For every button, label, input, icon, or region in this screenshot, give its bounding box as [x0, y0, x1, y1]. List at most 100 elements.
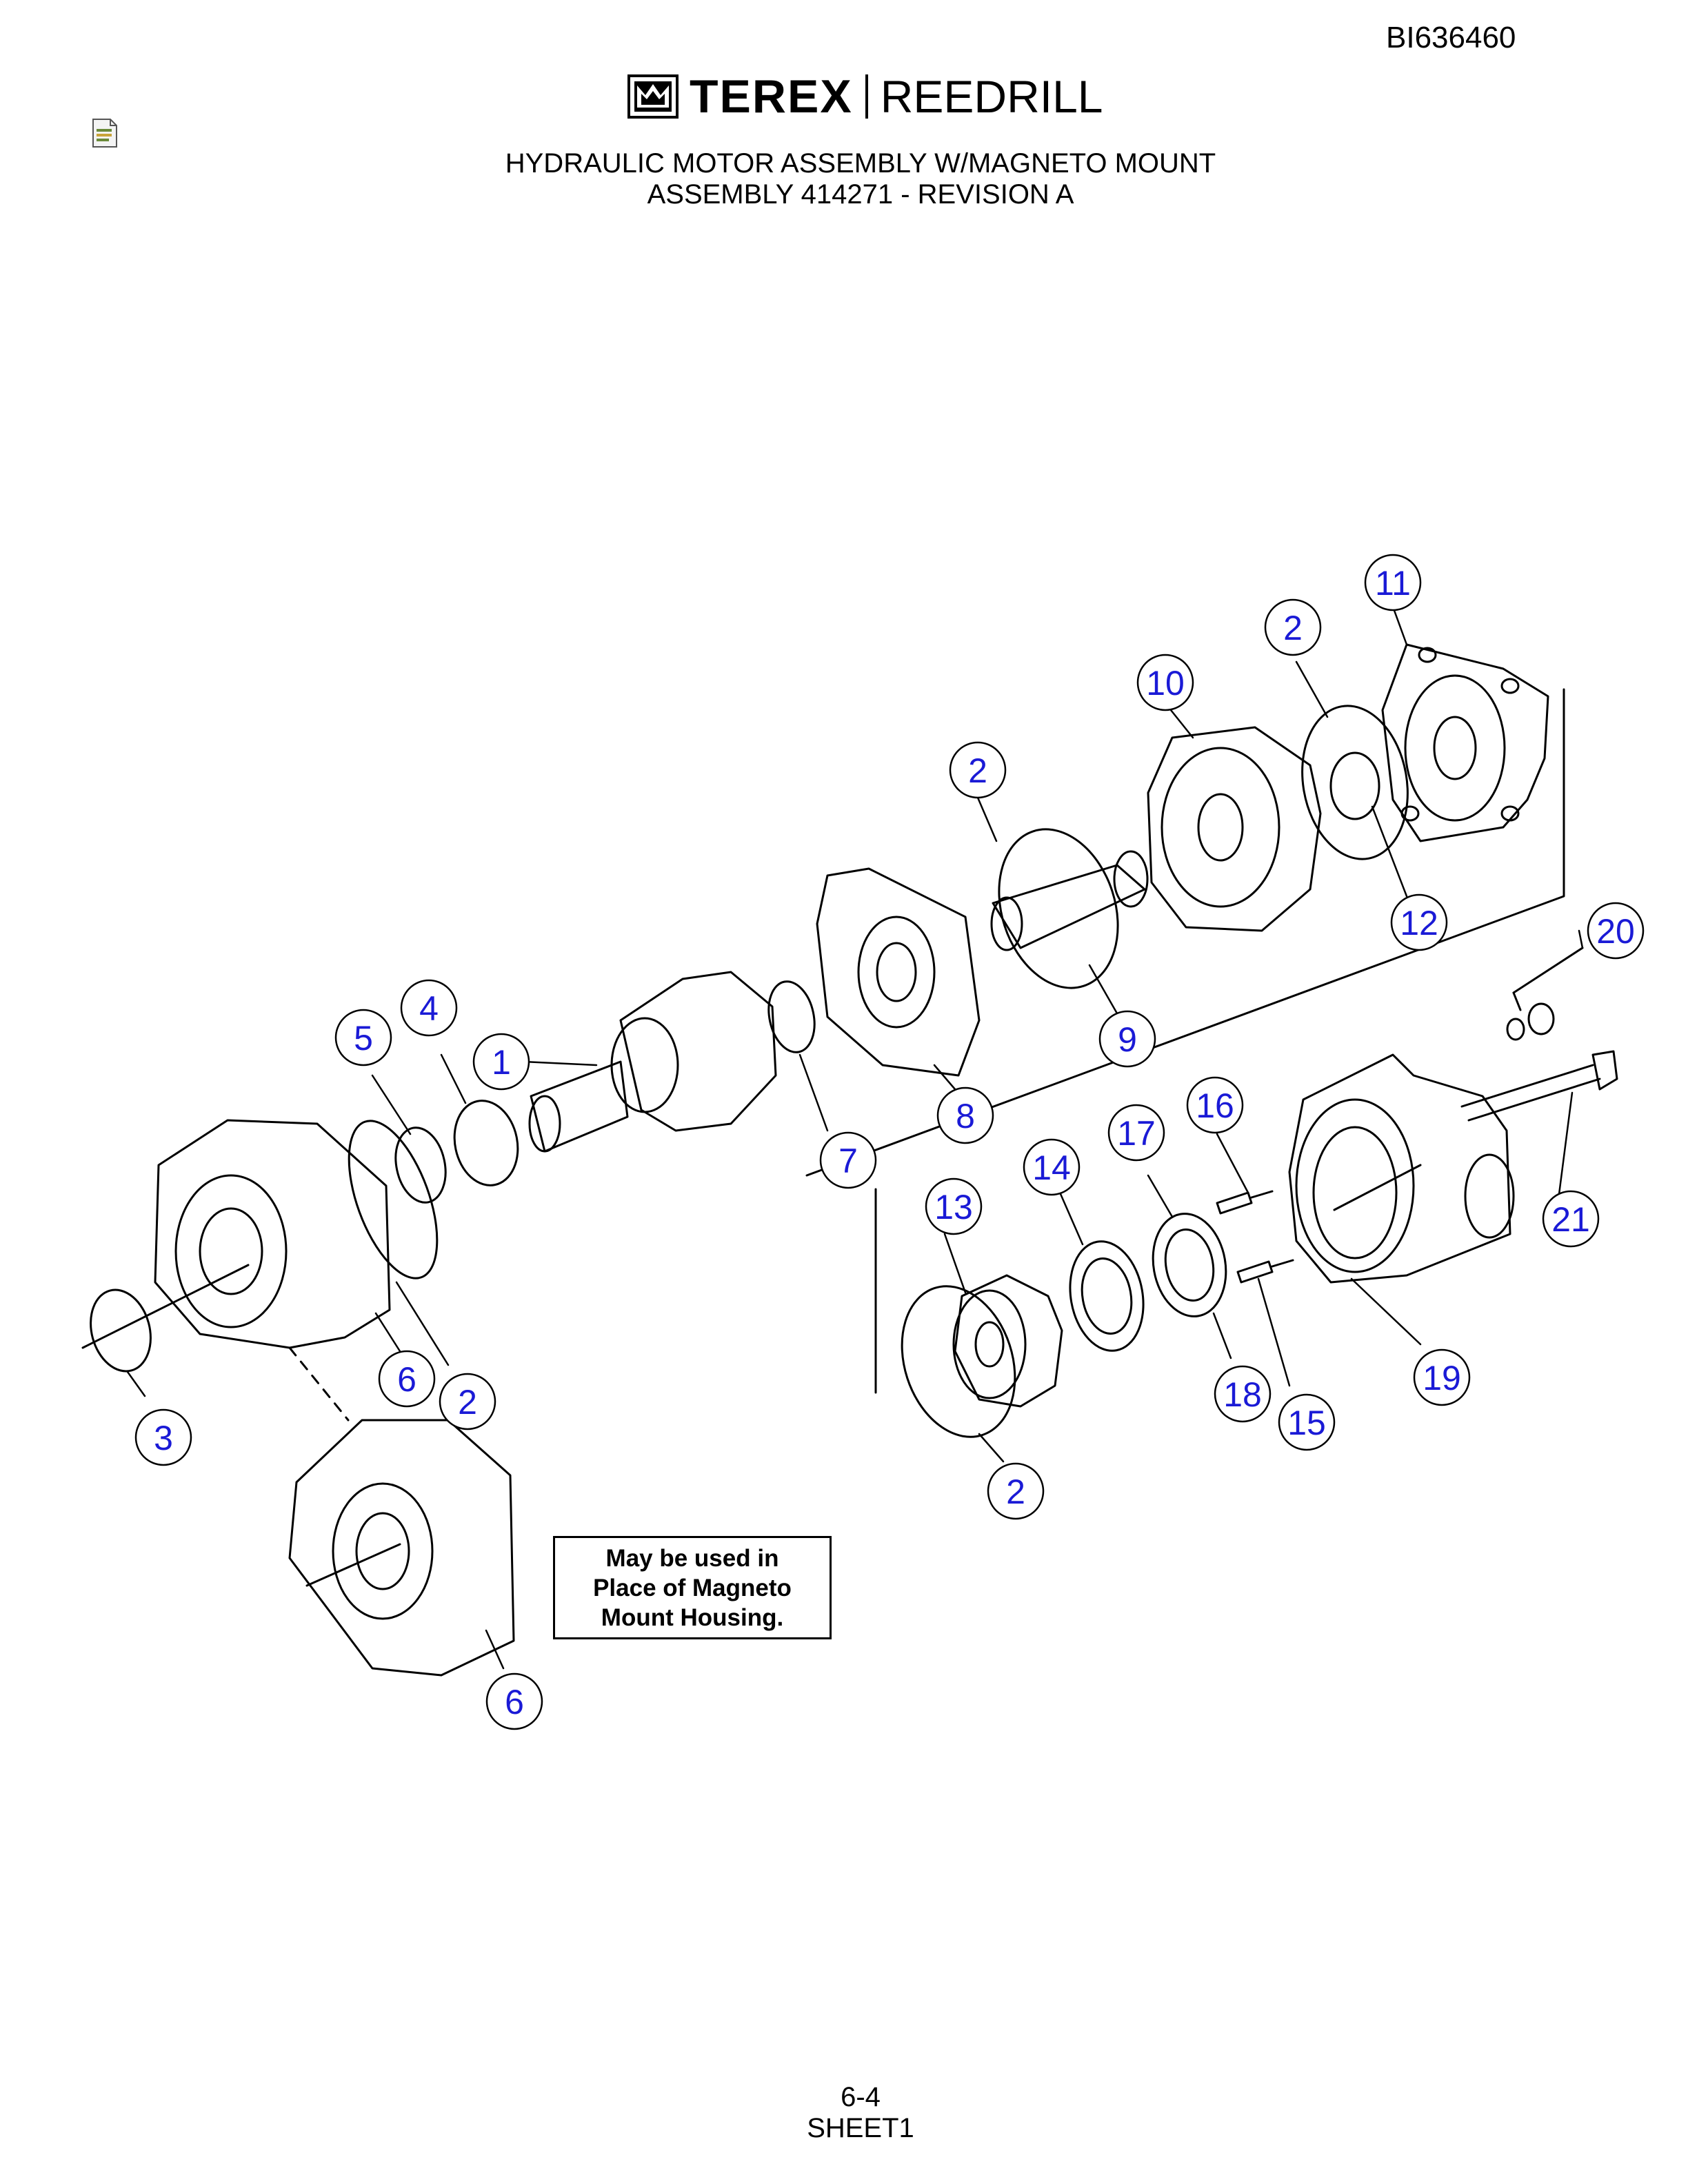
- callout-circle: [1364, 554, 1422, 611]
- callout-label: 2: [1006, 1473, 1025, 1511]
- callout-circle: [1542, 1190, 1600, 1248]
- callout-circle: [949, 741, 1007, 799]
- pin-part-15: [1236, 1259, 1294, 1284]
- callout-6: 6: [485, 1672, 543, 1730]
- note-line-3: Mount Housing.: [601, 1604, 784, 1631]
- callout-circle: [472, 1033, 530, 1091]
- valve-housing-part-19: [1288, 1053, 1515, 1284]
- callout-2: 2: [987, 1462, 1045, 1520]
- note-box: May be used in Place of Magneto Mount Ho…: [553, 1536, 832, 1639]
- diagram-title: HYDRAULIC MOTOR ASSEMBLY W/MAGNETO MOUNT: [505, 148, 1216, 179]
- callout-label: 9: [1118, 1020, 1137, 1059]
- seal-ring-2-mid: [998, 828, 1119, 989]
- leader-lines: [126, 605, 1584, 1670]
- seal-part-5: [394, 1126, 447, 1204]
- note-line-2: Place of Magneto: [593, 1574, 792, 1601]
- brand-logo: TEREX REEDRILL: [627, 70, 1103, 123]
- callout-label: 15: [1287, 1404, 1326, 1442]
- callout-circle: [439, 1373, 496, 1430]
- callout-label: 12: [1400, 904, 1438, 942]
- callout-9: 9: [1098, 1010, 1156, 1068]
- callout-circle: [1136, 654, 1194, 711]
- callout-8: 8: [936, 1086, 994, 1144]
- callout-label: 10: [1146, 664, 1185, 702]
- washer-part-4: [453, 1100, 519, 1186]
- callout-label: 8: [956, 1097, 975, 1135]
- callout-label: 16: [1196, 1086, 1234, 1125]
- callout-circle: [1390, 893, 1448, 951]
- callout-circle: [1413, 1348, 1471, 1406]
- ring-part-3: [90, 1288, 152, 1373]
- callout-circle: [1107, 1104, 1165, 1162]
- brand-divider: [865, 74, 868, 119]
- end-cap-part-11: [1381, 643, 1549, 842]
- callout-label: 3: [154, 1419, 173, 1457]
- callout-15: 15: [1278, 1393, 1336, 1451]
- callout-label: 2: [968, 751, 987, 790]
- gear-part-12: [1329, 751, 1380, 820]
- callout-5: 5: [334, 1009, 392, 1066]
- bearing-plate-part-8: [816, 867, 981, 1077]
- callout-2: 2: [949, 741, 1007, 799]
- gerotor-housing-part-10: [1147, 726, 1322, 932]
- callout-circle: [819, 1131, 877, 1189]
- seal-ring-2-left: [348, 1120, 439, 1280]
- callout-label: 5: [354, 1019, 373, 1058]
- callout-label: 14: [1032, 1149, 1071, 1187]
- seal-ring-2-upper: [1301, 705, 1409, 860]
- callout-11: 11: [1364, 554, 1422, 611]
- callout-circle: [378, 1350, 436, 1408]
- shaft-assembly-part-1: [528, 971, 777, 1153]
- page-number: 6-4: [841, 2082, 881, 2112]
- callout-10: 10: [1136, 654, 1194, 711]
- callout-label: 1: [492, 1043, 511, 1082]
- document-id: BI636460: [1386, 21, 1516, 54]
- callout-1: 1: [472, 1033, 530, 1091]
- upper-frame-line: [805, 688, 1565, 1177]
- document-icon[interactable]: [91, 117, 119, 149]
- seal-ring-2-lower: [901, 1285, 1016, 1438]
- drive-link-part-9: [990, 850, 1149, 951]
- callout-circle: [1023, 1138, 1081, 1196]
- ring-part-7: [767, 980, 816, 1053]
- callout-19: 19: [1413, 1348, 1471, 1406]
- bearing-part-14: [1069, 1240, 1145, 1352]
- callout-13: 13: [925, 1177, 983, 1235]
- callout-circle: [936, 1086, 994, 1144]
- callout-circle: [134, 1408, 192, 1466]
- callout-3: 3: [134, 1408, 192, 1466]
- terex-crown-logo-icon: [627, 74, 679, 119]
- callout-circle: [1098, 1010, 1156, 1068]
- callout-2: 2: [1264, 598, 1322, 656]
- callout-14: 14: [1023, 1138, 1081, 1196]
- callout-label: 6: [505, 1683, 524, 1721]
- callout-label: 11: [1375, 564, 1411, 603]
- plate-part-17: [1152, 1213, 1227, 1317]
- callout-circle: [400, 979, 458, 1037]
- callout-circle: [1587, 902, 1645, 960]
- callout-circle: [925, 1177, 983, 1235]
- callout-21: 21: [1542, 1190, 1600, 1248]
- callout-6: 6: [378, 1350, 436, 1408]
- bolt-part-21: [1460, 1050, 1618, 1122]
- callout-label: 13: [934, 1188, 973, 1226]
- alternate-housing-part-6: [288, 1419, 515, 1677]
- callout-circle: [1264, 598, 1322, 656]
- note-line-1: May be used in: [605, 1544, 779, 1572]
- callout-label: 4: [419, 989, 439, 1028]
- callout-12: 12: [1390, 893, 1448, 951]
- rotor-set-part-13: [952, 1274, 1063, 1408]
- callout-circle: [1186, 1076, 1244, 1134]
- brand-terex: TEREX: [690, 70, 853, 123]
- callout-label: 2: [458, 1383, 477, 1422]
- callout-17: 17: [1107, 1104, 1165, 1162]
- callout-label: 7: [838, 1142, 858, 1180]
- callout-label: 18: [1223, 1375, 1262, 1414]
- callout-16: 16: [1186, 1076, 1244, 1134]
- callout-label: 2: [1283, 609, 1303, 647]
- callout-4: 4: [400, 979, 458, 1037]
- callout-18: 18: [1214, 1365, 1272, 1423]
- callout-circle: [987, 1462, 1045, 1520]
